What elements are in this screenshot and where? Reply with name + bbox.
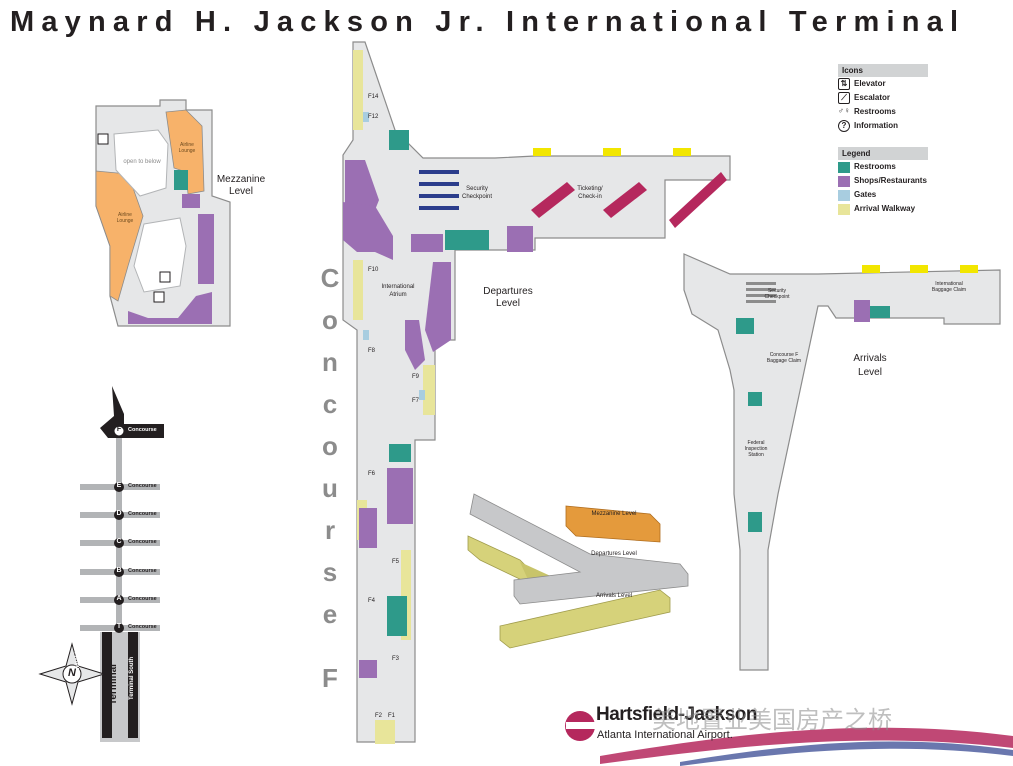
terminal-label: Terminal [108,664,119,705]
gates-swatch [838,189,850,201]
concourse-f-baggage-label: Concourse F Baggage Claim [766,352,802,364]
stop-letter-t: T [116,623,122,630]
stop-label: Concourse [128,427,157,433]
stop-label: Concourse [128,596,157,602]
icon-row: ⇅ Elevator [838,77,928,91]
gate-label: F9 [412,374,420,380]
stacked-mezzanine-label: Mezzanine Level [591,511,637,517]
legend-panel: Legend Restrooms Shops/Restaurants Gates… [838,147,928,216]
stop-letter-d: D [116,510,122,517]
gate-label: F12 [368,114,379,120]
mezzanine-level-label: Mezzanine Level [216,174,266,197]
compass-north-icon: N [68,667,76,679]
gate-label: F7 [412,398,420,404]
legend-label: Arrival Walkway [854,204,916,213]
concourse-letter: r [324,515,336,545]
stop-label: Concourse [128,511,157,517]
airline-lounge-label-right: Airline Lounge [178,142,196,154]
airport-line-map [38,386,164,742]
restrooms-swatch [838,161,850,173]
stop-label: Concourse [128,539,157,545]
gate-label: F3 [392,656,400,662]
stop-letter-b: B [116,567,122,574]
concourse-letter: c [322,389,338,419]
arrivals-map [683,253,1001,671]
icons-panel: Icons ⇅ Elevator ⟋ Escalator ♂♀ Restroom… [838,64,928,133]
departures-security-label: Security Checkpoint [461,186,493,200]
concourse-letter: u [322,473,338,503]
concourse-letter: e [322,599,338,629]
arrivals-security-label: Security Checkpoint [764,288,790,300]
page-title: Maynard H. Jackson Jr. International Ter… [10,6,966,38]
restrooms-icon: ♂♀ [838,106,850,115]
stop-label: Concourse [128,568,157,574]
gate-label: F10 [368,267,379,273]
concourse-letter: n [322,347,338,377]
icon-row: ? Information [838,119,928,133]
gate-label: F8 [368,348,376,354]
arrivals-level-label: Arrivals Level [853,353,887,378]
logo-name: Hartsfield-Jackson [596,704,758,725]
stop-letter-c: C [116,538,122,545]
arrival-walkway-swatch [838,203,850,215]
stop-letter-f: F [116,426,122,433]
open-to-below-label: open to below [123,159,161,165]
terminal-south-label: Terminal South [129,656,135,700]
escalator-icon: ⟋ [838,92,850,104]
concourse-letter: o [322,431,338,461]
shops-swatch [838,175,850,187]
departures-level-label: Departures Level [483,286,533,309]
concourse-letter: s [322,557,338,587]
gate-label: F14 [368,94,379,100]
gate-label: F4 [368,598,376,604]
logo-subtitle: Atlanta International Airport. [597,729,733,741]
departures-map [342,41,731,744]
icon-row: ♂♀ Restrooms [838,105,928,119]
icon-row-label: Restrooms [854,107,896,116]
legend-label: Restrooms [854,162,896,171]
federal-inspection-label: Federal Inspection Station [744,440,768,458]
airline-lounge-label-left: Airline Lounge [116,212,134,224]
icon-row-label: Information [854,121,898,130]
legend-label: Gates [854,190,877,199]
gate-label: F2 [375,713,383,719]
international-atrium-label: International Atrium [381,284,415,298]
gate-label: F5 [392,559,400,565]
gate-label: F1 [388,713,396,719]
stop-letter-e: E [116,482,122,489]
gate-label: F6 [368,471,376,477]
legend-row: Shops/Restaurants [838,174,928,188]
mezzanine-map [95,99,231,327]
information-icon: ? [838,120,850,132]
elevator-icon: ⇅ [838,78,850,90]
legend-heading: Legend [838,147,928,160]
stacked-levels-diagram [467,493,689,649]
icon-row-label: Escalator [854,93,891,102]
concourse-letter: o [322,305,338,335]
stop-label: Concourse [128,624,157,630]
stop-letter-a: A [116,595,122,602]
stop-label: Concourse [128,483,157,489]
stacked-arrivals-label: Arrivals Level [595,593,632,599]
watermark-text: 美地置业美国房产之桥 [652,707,892,734]
legend-label: Shops/Restaurants [854,176,927,185]
icons-heading: Icons [838,64,928,77]
baggage-claim-label: International Baggage Claim [931,281,967,293]
icon-row: ⟋ Escalator [838,91,928,105]
legend-row: Arrival Walkway [838,202,928,216]
legend-row: Restrooms [838,160,928,174]
concourse-f-vertical-label: C o n c o u r s e F [315,264,345,692]
legend-row: Gates [838,188,928,202]
stacked-departures-label: Departures Level [591,551,637,557]
concourse-letter: F [322,663,338,693]
ticketing-label: Ticketing/ Check-in [577,186,603,200]
concourse-letter: C [320,263,340,293]
logo-swoosh [565,711,1013,766]
icon-row-label: Elevator [854,79,886,88]
